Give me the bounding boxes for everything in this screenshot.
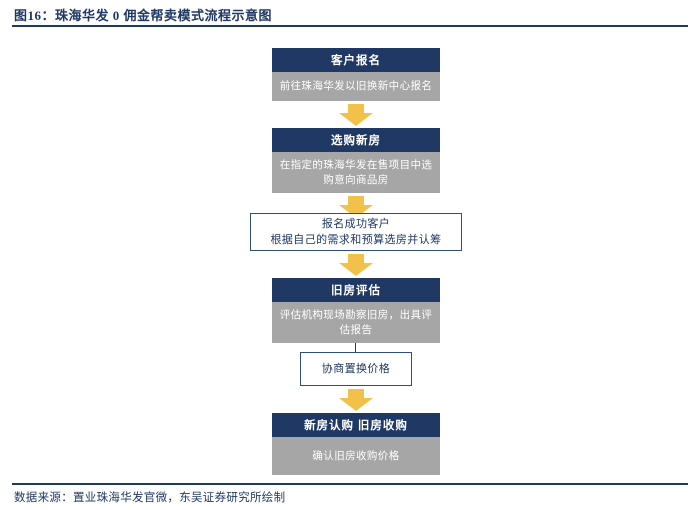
source-note: 数据来源：置业珠海华发官微，东吴证券研究所绘制 [14, 492, 286, 504]
flow-node-header: 客户报名 [272, 48, 440, 72]
flowchart-canvas: 客户报名 前往珠海华发以旧换新中心报名 选购新房 在指定的珠海华发在售项目中选购… [0, 30, 700, 475]
flow-node-body: 评估机构现场勘察旧房，出具评估报告 [272, 302, 440, 343]
flow-node-body: 前往珠海华发以旧换新中心报名 [272, 72, 440, 101]
flow-node-customer-registration: 客户报名 前往珠海华发以旧换新中心报名 [272, 48, 440, 101]
flow-node-select-new-home: 选购新房 在指定的珠海华发在售项目中选购意向商品房 [272, 128, 440, 193]
flow-node-negotiate-swap-price: 协商置换价格 [300, 352, 412, 386]
connector-block-arrow-1 [339, 104, 373, 126]
flow-node-subscribe-and-acquire: 新房认购 旧房收购 确认旧房收购价格 [272, 413, 440, 475]
connector-block-arrow-3 [339, 254, 373, 276]
arrow-shaft [348, 254, 364, 263]
flow-node-header: 选购新房 [272, 128, 440, 152]
flow-node-old-home-appraisal: 旧房评估 评估机构现场勘察旧房，出具评估报告 [272, 278, 440, 343]
flow-node-line-1: 协商置换价格 [321, 363, 391, 375]
flow-node-header: 旧房评估 [272, 278, 440, 302]
flow-node-registered-customer: 报名成功客户 根据自己的需求和预算选房并认筹 [250, 213, 462, 251]
page-title: 图16：珠海华发 0 佣金帮卖模式流程示意图 [14, 8, 273, 23]
flow-node-header: 新房认购 旧房收购 [272, 413, 440, 437]
title-divider [12, 25, 688, 27]
arrow-shaft [348, 196, 364, 205]
connector-block-arrow-5 [339, 389, 373, 411]
arrow-head [339, 263, 373, 276]
arrow-head [339, 398, 373, 411]
arrow-head [339, 113, 373, 126]
flow-node-line-1: 报名成功客户 [321, 218, 391, 230]
footer-divider [12, 483, 688, 485]
arrow-shaft [348, 389, 364, 398]
flow-node-body: 在指定的珠海华发在售项目中选购意向商品房 [272, 152, 440, 193]
flow-node-body: 确认旧房收购价格 [272, 437, 440, 475]
arrow-shaft [348, 104, 364, 113]
flow-node-line-2: 根据自己的需求和预算选房并认筹 [270, 234, 442, 246]
